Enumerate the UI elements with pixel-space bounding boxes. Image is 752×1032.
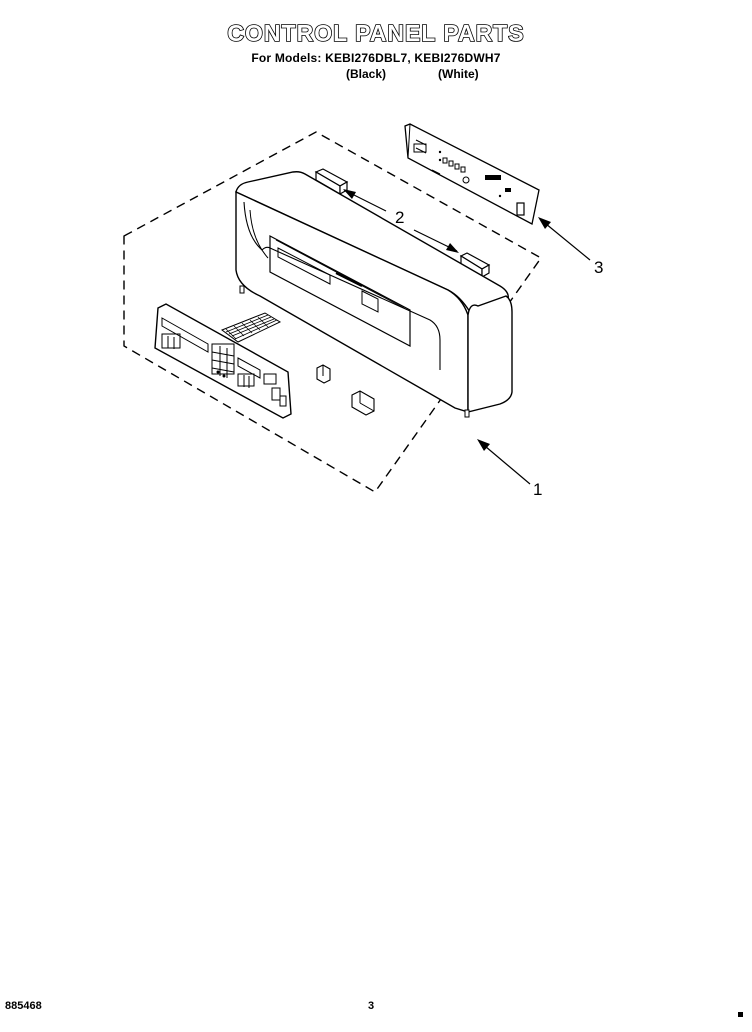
circuit-board-part	[404, 123, 540, 225]
page-title: CONTROL PANEL PARTS	[227, 19, 525, 47]
callout-2: 2	[395, 208, 405, 227]
variant-white-label: (White)	[438, 67, 479, 81]
callout-3: 3	[594, 258, 604, 277]
leader-lines	[343, 189, 591, 485]
variant-black-label: (Black)	[346, 67, 387, 81]
control-panel-housing	[235, 171, 513, 418]
page-number: 3	[368, 1000, 375, 1012]
document-number: 885468	[5, 1000, 42, 1012]
loose-clip-parts	[316, 364, 375, 416]
keypad-overlay-part	[154, 303, 292, 419]
bracket-part-upper	[314, 168, 349, 196]
corner-mark	[738, 1012, 743, 1017]
ribbon-cable	[220, 312, 282, 343]
models-line: For Models: KEBI276DBL7, KEBI276DWH7	[251, 51, 501, 65]
callout-1: 1	[533, 480, 543, 499]
